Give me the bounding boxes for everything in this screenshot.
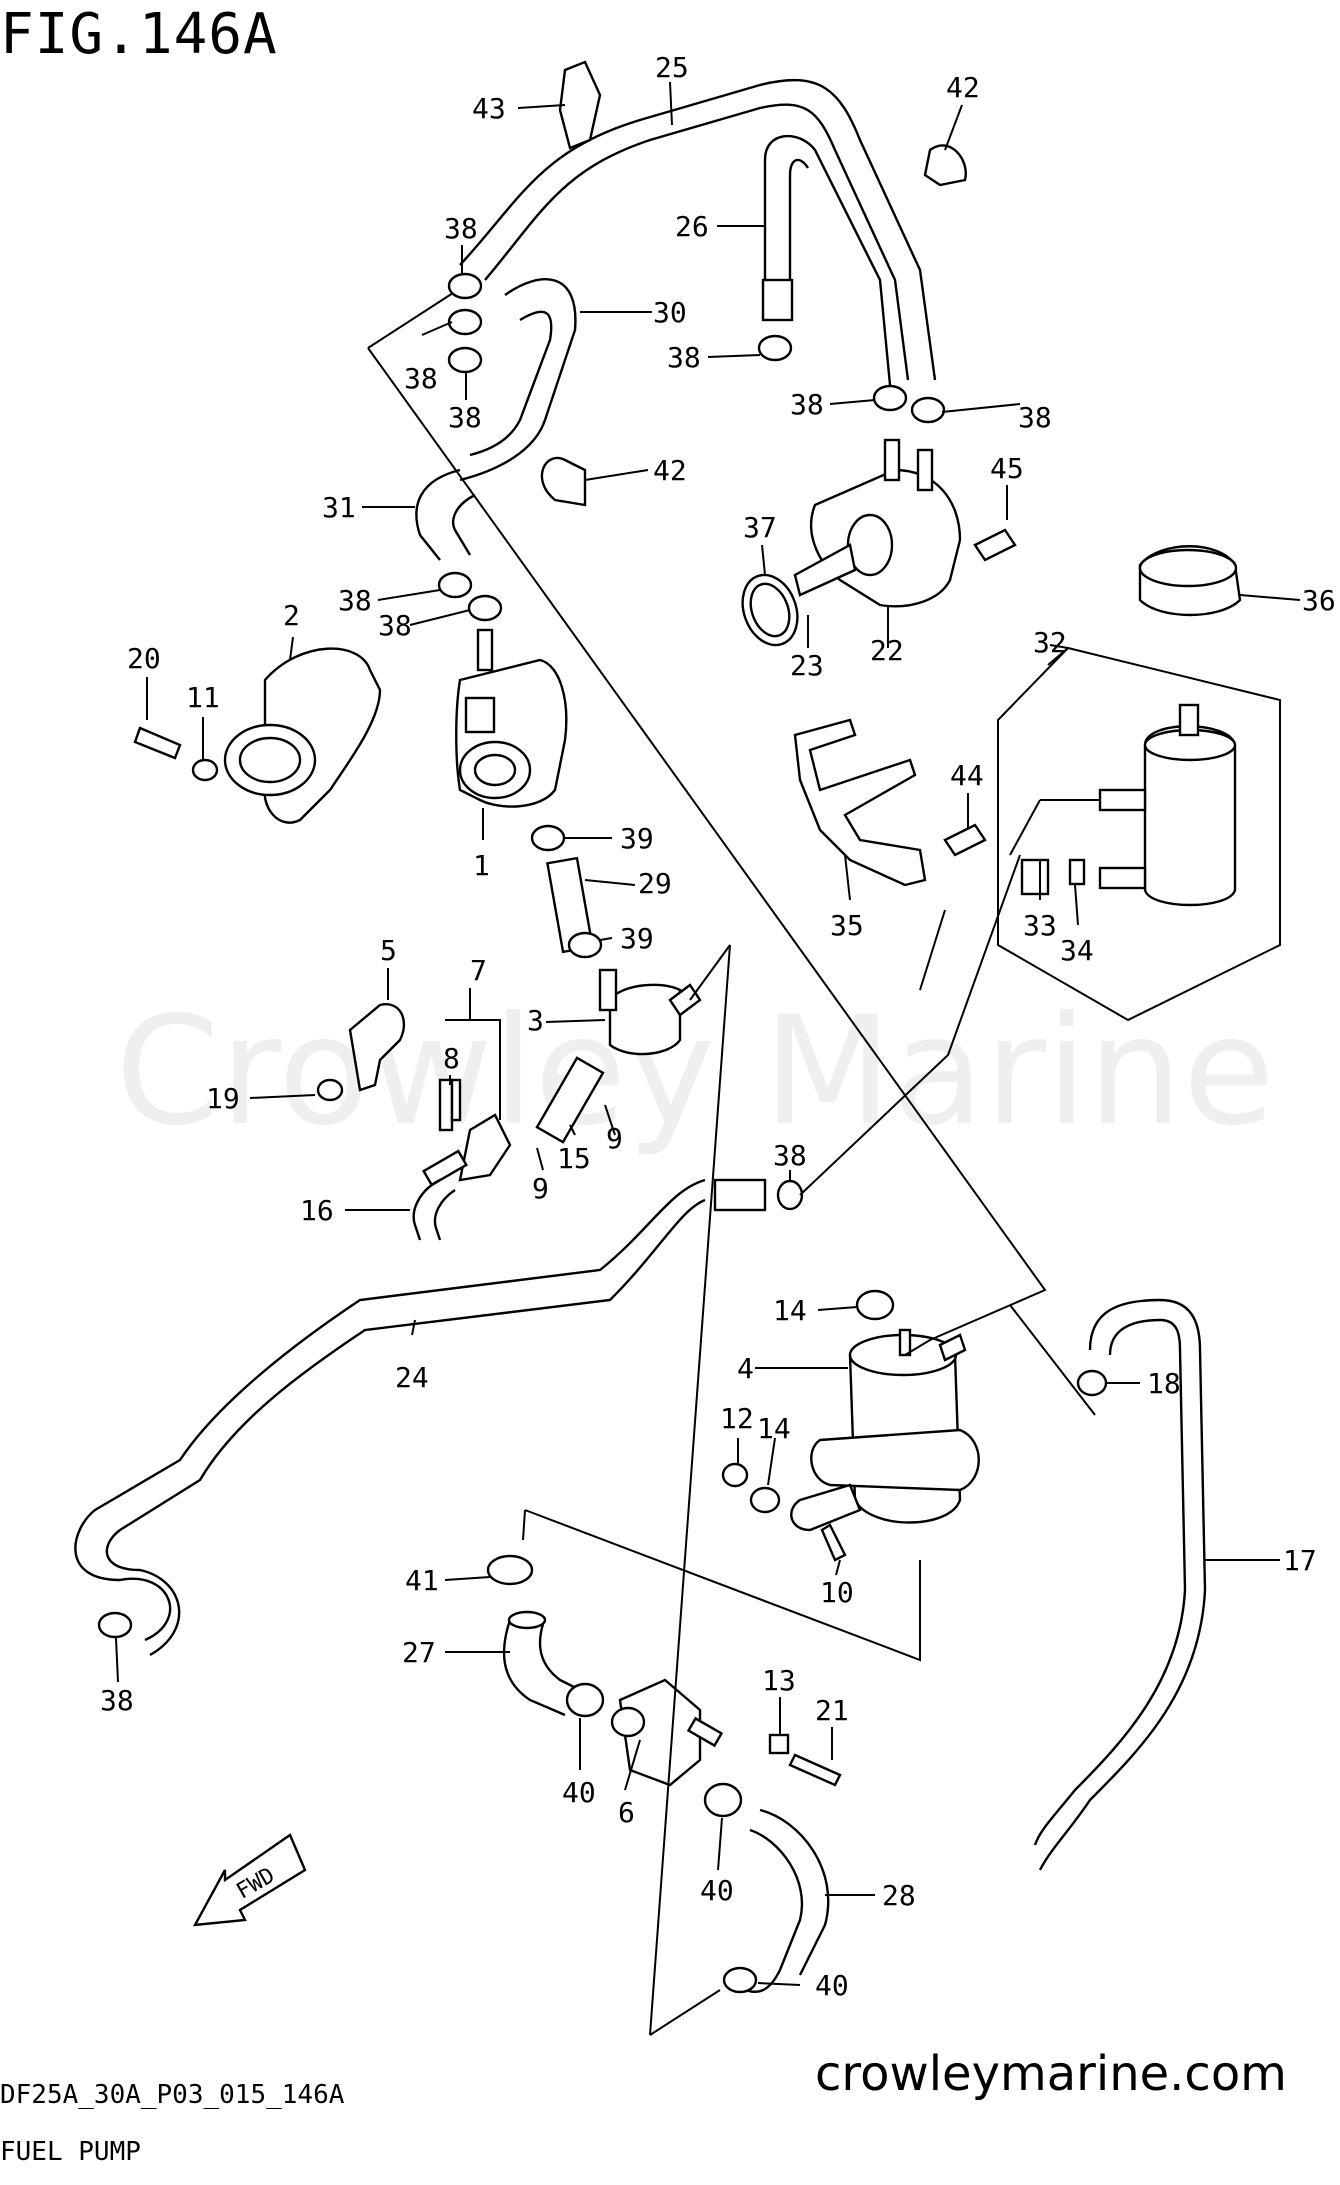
hose-28	[744, 1808, 830, 1993]
callout-3: 3	[527, 1004, 544, 1037]
hose-24	[74, 1178, 706, 1657]
callout-22: 22	[870, 634, 904, 667]
callout-38: 38	[444, 212, 478, 245]
hose-27	[502, 1610, 581, 1717]
group-lines	[367, 292, 1100, 2036]
callout-44: 44	[950, 759, 984, 792]
callout-7: 7	[470, 954, 487, 987]
callout-32: 32	[1033, 626, 1067, 659]
callout-16: 16	[300, 1194, 334, 1227]
part-6-valve	[610, 1678, 724, 1787]
part-35-bracket	[793, 718, 927, 887]
callout-40: 40	[700, 1874, 734, 1907]
figure-caption: FUEL PUMP	[0, 2137, 141, 2167]
callout-14: 14	[773, 1294, 807, 1327]
callout-19: 19	[206, 1082, 240, 1115]
callout-38: 38	[100, 1684, 134, 1717]
callout-8: 8	[443, 1042, 460, 1075]
callout-38: 38	[378, 609, 412, 642]
callout-14: 14	[757, 1412, 791, 1445]
callout-31: 31	[322, 491, 356, 524]
callout-6: 6	[618, 1796, 635, 1829]
callout-38: 38	[404, 362, 438, 395]
watermark: Crowley Marine	[115, 985, 1276, 1159]
part-36-clamp	[1138, 545, 1242, 617]
callout-25: 25	[655, 51, 689, 84]
leader-lines	[115, 81, 1301, 1986]
figure-title: FIG.146A	[0, 2, 278, 67]
callout-42: 42	[946, 71, 980, 104]
part-2-bracket	[223, 647, 382, 824]
part-37-o-ring	[741, 573, 799, 647]
callout-labels: 25 42 43 38 26 30 38 38 38 38 38 42 31 4…	[100, 51, 1336, 2002]
part-16-hose	[412, 1178, 456, 1241]
callout-40: 40	[562, 1776, 596, 1809]
website-label: crowleymarine.com	[815, 2046, 1287, 2102]
callout-38: 38	[338, 584, 372, 617]
part-4-fuel-pump	[790, 1328, 980, 1532]
callout-40: 40	[815, 1969, 849, 2002]
part-22-fuel-pump-unit	[793, 438, 962, 608]
hose-17	[1033, 1298, 1207, 1871]
part-7-joint	[422, 1078, 512, 1187]
part-15-pipe	[535, 1056, 605, 1144]
callout-43: 43	[472, 92, 506, 125]
hose-31	[415, 468, 476, 561]
callout-2: 2	[283, 599, 300, 632]
part-3-valve	[598, 968, 702, 1056]
callout-10: 10	[820, 1576, 854, 1609]
callout-15: 15	[557, 1142, 591, 1175]
callout-36: 36	[1302, 584, 1336, 617]
callout-30: 30	[653, 296, 687, 329]
callout-24: 24	[395, 1361, 429, 1394]
callout-4: 4	[737, 1352, 754, 1385]
callout-38: 38	[773, 1139, 807, 1172]
drawing-code: DF25A_30A_P03_015_146A	[0, 2080, 345, 2110]
callout-17: 17	[1283, 1544, 1317, 1577]
callout-41: 41	[405, 1564, 439, 1597]
callout-18: 18	[1147, 1367, 1181, 1400]
callout-9: 9	[532, 1172, 549, 1205]
callout-21: 21	[815, 1694, 849, 1727]
callout-38: 38	[667, 341, 701, 374]
hose-25	[459, 79, 937, 381]
callout-33: 33	[1023, 909, 1057, 942]
part-5-plate	[348, 1003, 406, 1092]
callout-39: 39	[620, 922, 654, 955]
callout-38: 38	[1018, 401, 1052, 434]
callout-29: 29	[638, 867, 672, 900]
callout-9: 9	[606, 1122, 623, 1155]
part-32-filter-assembly	[997, 646, 1281, 1022]
callout-38: 38	[790, 388, 824, 421]
fwd-arrow: FWD	[192, 1833, 307, 1927]
callout-42: 42	[653, 454, 687, 487]
fasteners	[133, 528, 1017, 1787]
callout-23: 23	[790, 649, 824, 682]
callout-27: 27	[402, 1636, 436, 1669]
callout-13: 13	[762, 1664, 796, 1697]
clamps	[97, 60, 1108, 1994]
part-14-grommets	[749, 1289, 895, 1514]
callout-39: 39	[620, 822, 654, 855]
part-1-filter-housing	[455, 628, 568, 808]
callout-45: 45	[990, 452, 1024, 485]
callout-11: 11	[186, 681, 220, 714]
callout-34: 34	[1060, 934, 1094, 967]
callout-5: 5	[380, 934, 397, 967]
callout-12: 12	[720, 1402, 754, 1435]
hose-26	[761, 135, 892, 386]
callout-1: 1	[473, 849, 490, 882]
hose-30	[459, 278, 577, 482]
callout-26: 26	[675, 210, 709, 243]
callout-28: 28	[882, 1879, 916, 1912]
callout-37: 37	[743, 511, 777, 544]
callout-20: 20	[127, 642, 161, 675]
callout-38: 38	[448, 401, 482, 434]
callout-35: 35	[830, 909, 864, 942]
